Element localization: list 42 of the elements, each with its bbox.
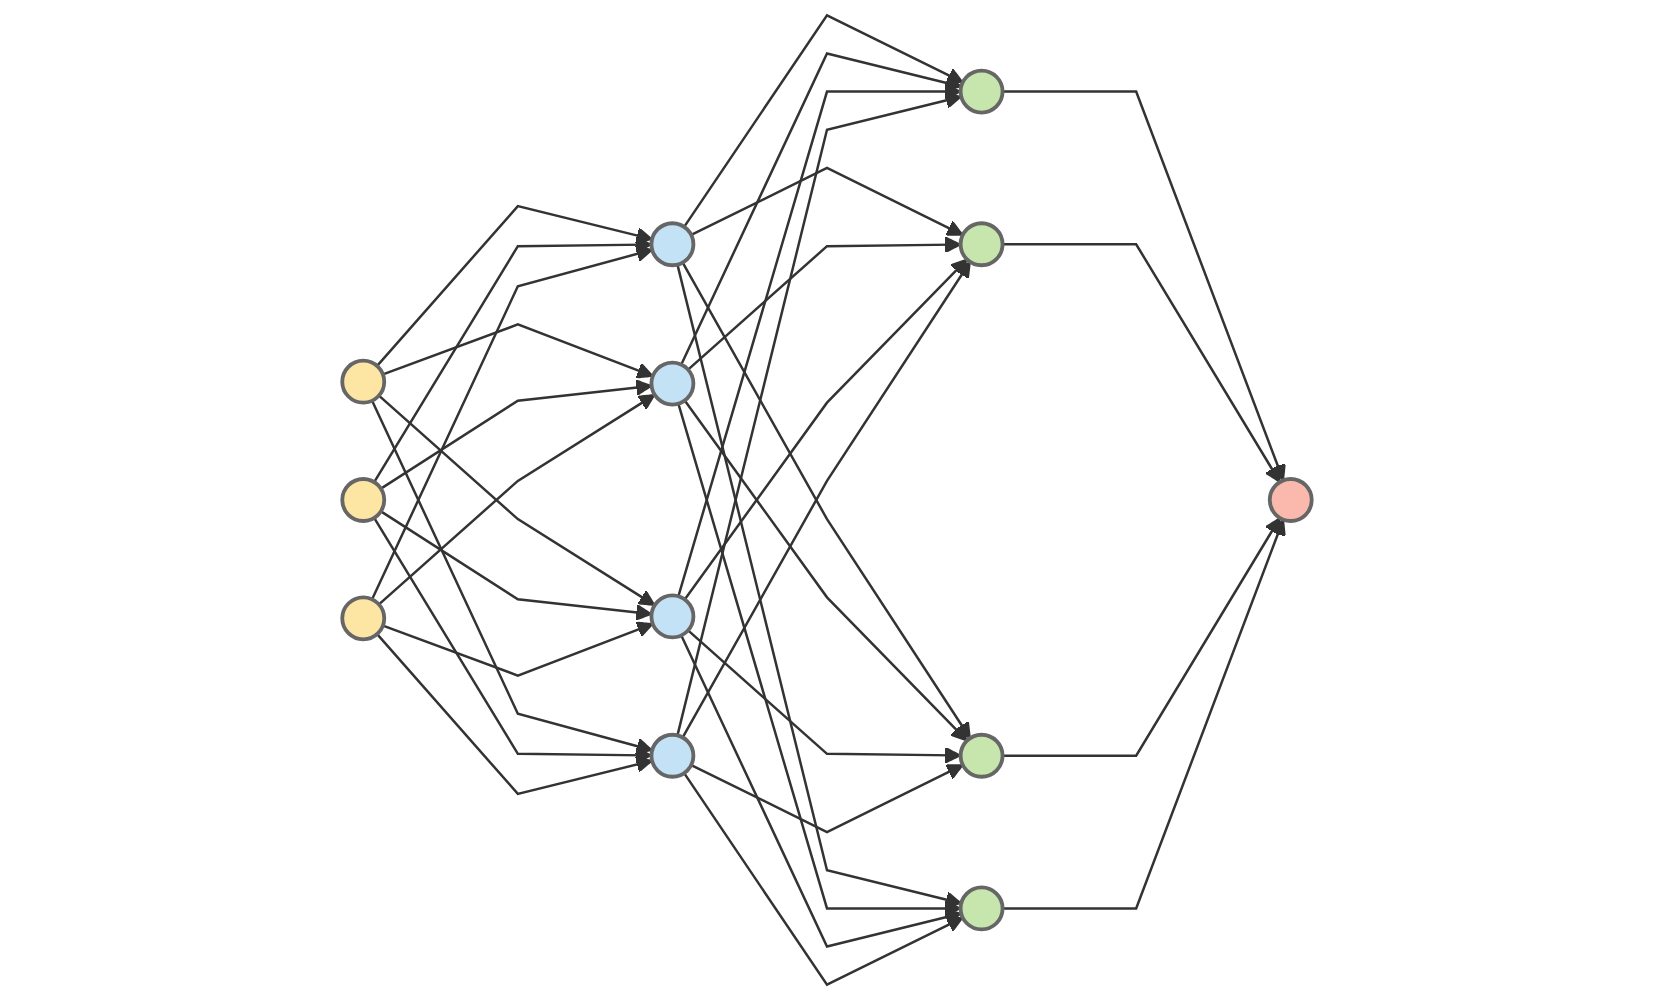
arrow [380, 379, 653, 490]
arrow [681, 261, 971, 739]
arrow [680, 52, 962, 366]
arrow [378, 394, 656, 606]
arrow [676, 264, 962, 908]
arrow [687, 629, 962, 764]
arrow [371, 245, 653, 600]
arrow [376, 633, 653, 796]
arrow [677, 403, 962, 917]
node-circle [1267, 477, 1314, 523]
arrow [1002, 243, 1281, 483]
node-circle [958, 221, 1005, 268]
arrow [683, 258, 968, 601]
arrow [690, 166, 964, 237]
arrow [690, 763, 964, 834]
node-circle [340, 595, 387, 642]
arrow [382, 323, 654, 379]
arrow [376, 204, 653, 367]
arrow [1002, 90, 1286, 482]
arrow [683, 772, 964, 987]
node-circle [958, 68, 1005, 115]
arrow [687, 236, 962, 371]
arrow [1002, 517, 1281, 757]
arrow [1002, 518, 1286, 910]
arrow [373, 236, 653, 483]
node-circle [958, 732, 1005, 779]
arrow [373, 517, 653, 764]
node-circle [958, 885, 1005, 932]
arrow [680, 634, 962, 948]
arrow [683, 399, 968, 742]
arrow [677, 83, 962, 597]
node-circle [649, 593, 696, 640]
arrow [382, 621, 654, 677]
node-circle [340, 477, 387, 523]
arrow [676, 92, 962, 736]
node-circle [649, 360, 696, 407]
arrow [683, 13, 964, 228]
node-circle [649, 732, 696, 779]
node-circle [649, 221, 696, 268]
arrow [371, 400, 653, 755]
node-circle [340, 358, 387, 405]
arrow [380, 510, 653, 621]
